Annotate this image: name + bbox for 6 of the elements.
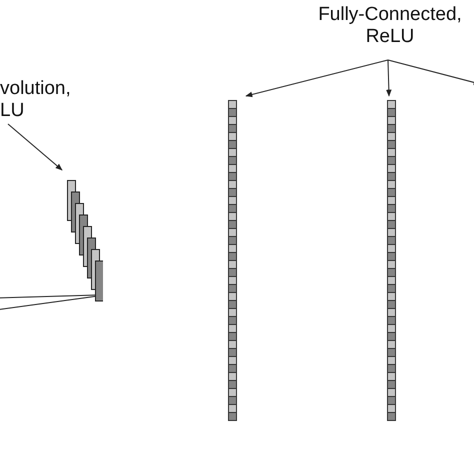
- layer-label: Fully-Connected, ReLU: [317, 4, 463, 48]
- arrow: [386, 60, 392, 97]
- arrow: [8, 124, 63, 170]
- layer-label: volution, LU: [0, 78, 72, 122]
- arrow: [245, 60, 388, 98]
- arrow: [388, 60, 474, 86]
